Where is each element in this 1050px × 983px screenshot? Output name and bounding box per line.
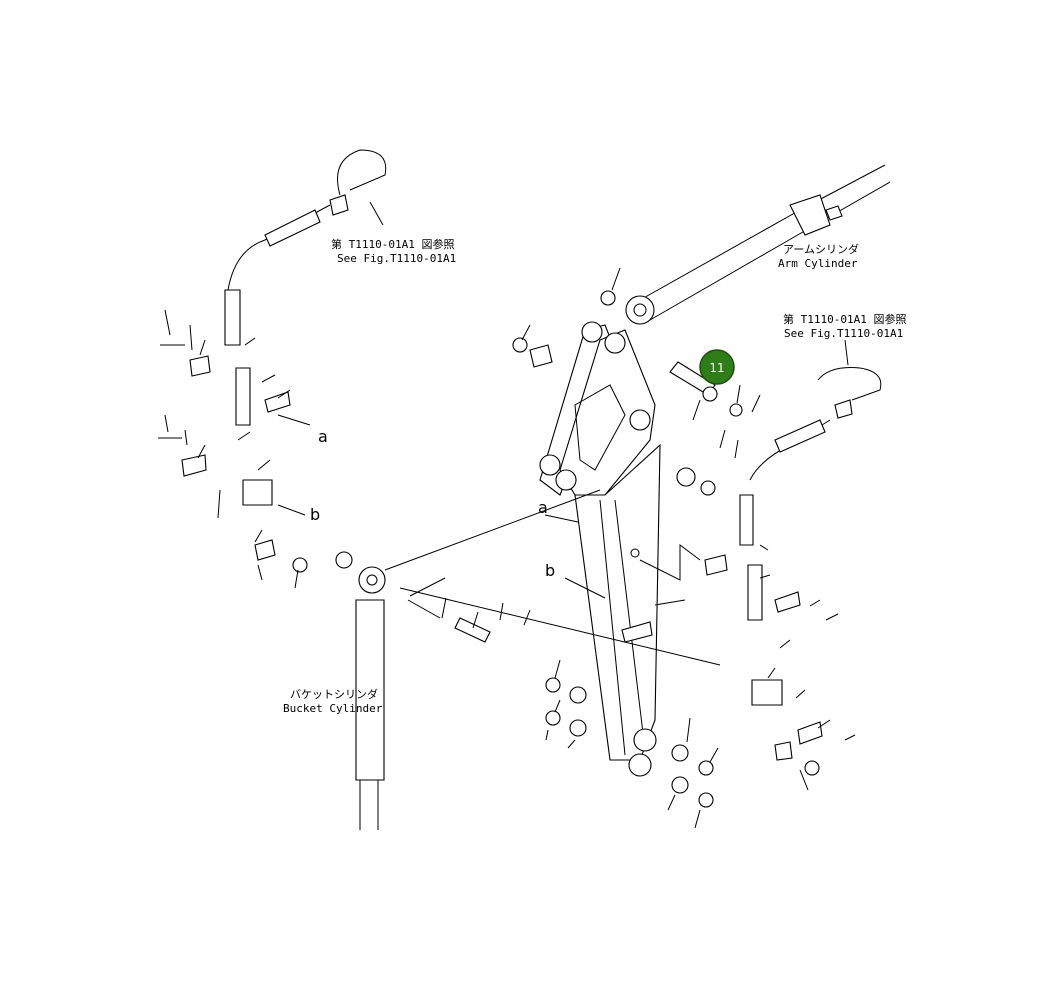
ref2-jp-label: 第 T1110-01A1 図参照 <box>783 312 906 326</box>
ref1-jp-label: 第 T1110-01A1 図参照 <box>331 237 454 251</box>
arm-cylinder-jp-label: アームシリンダ <box>783 242 859 256</box>
right-hose-assembly <box>704 367 882 776</box>
bucket-cylinder-en-label: Bucket Cylinder <box>283 702 383 715</box>
leader-lines <box>164 201 856 829</box>
arm-cylinder-en-label: Arm Cylinder <box>778 257 858 270</box>
arm-cylinder <box>625 164 891 325</box>
left-hose-assembly <box>158 149 387 573</box>
ref2-en-label: See Fig.T1110-01A1 <box>784 327 903 340</box>
bucket-cylinder <box>355 489 721 830</box>
ref-b-center: b <box>545 561 555 580</box>
arm-body <box>539 321 661 777</box>
ref-a-left: a <box>318 427 328 446</box>
callout-badge[interactable]: 11 <box>699 349 735 385</box>
ref-a-center: a <box>538 498 548 517</box>
callout-number: 11 <box>709 361 724 375</box>
reference-arrows <box>277 414 606 619</box>
pin-parts <box>454 290 743 808</box>
callout-circle[interactable] <box>699 349 735 385</box>
ref-b-left: b <box>310 505 320 524</box>
ref1-en-label: See Fig.T1110-01A1 <box>337 252 456 265</box>
bucket-cylinder-jp-label: バケットシリンダ <box>290 687 378 701</box>
